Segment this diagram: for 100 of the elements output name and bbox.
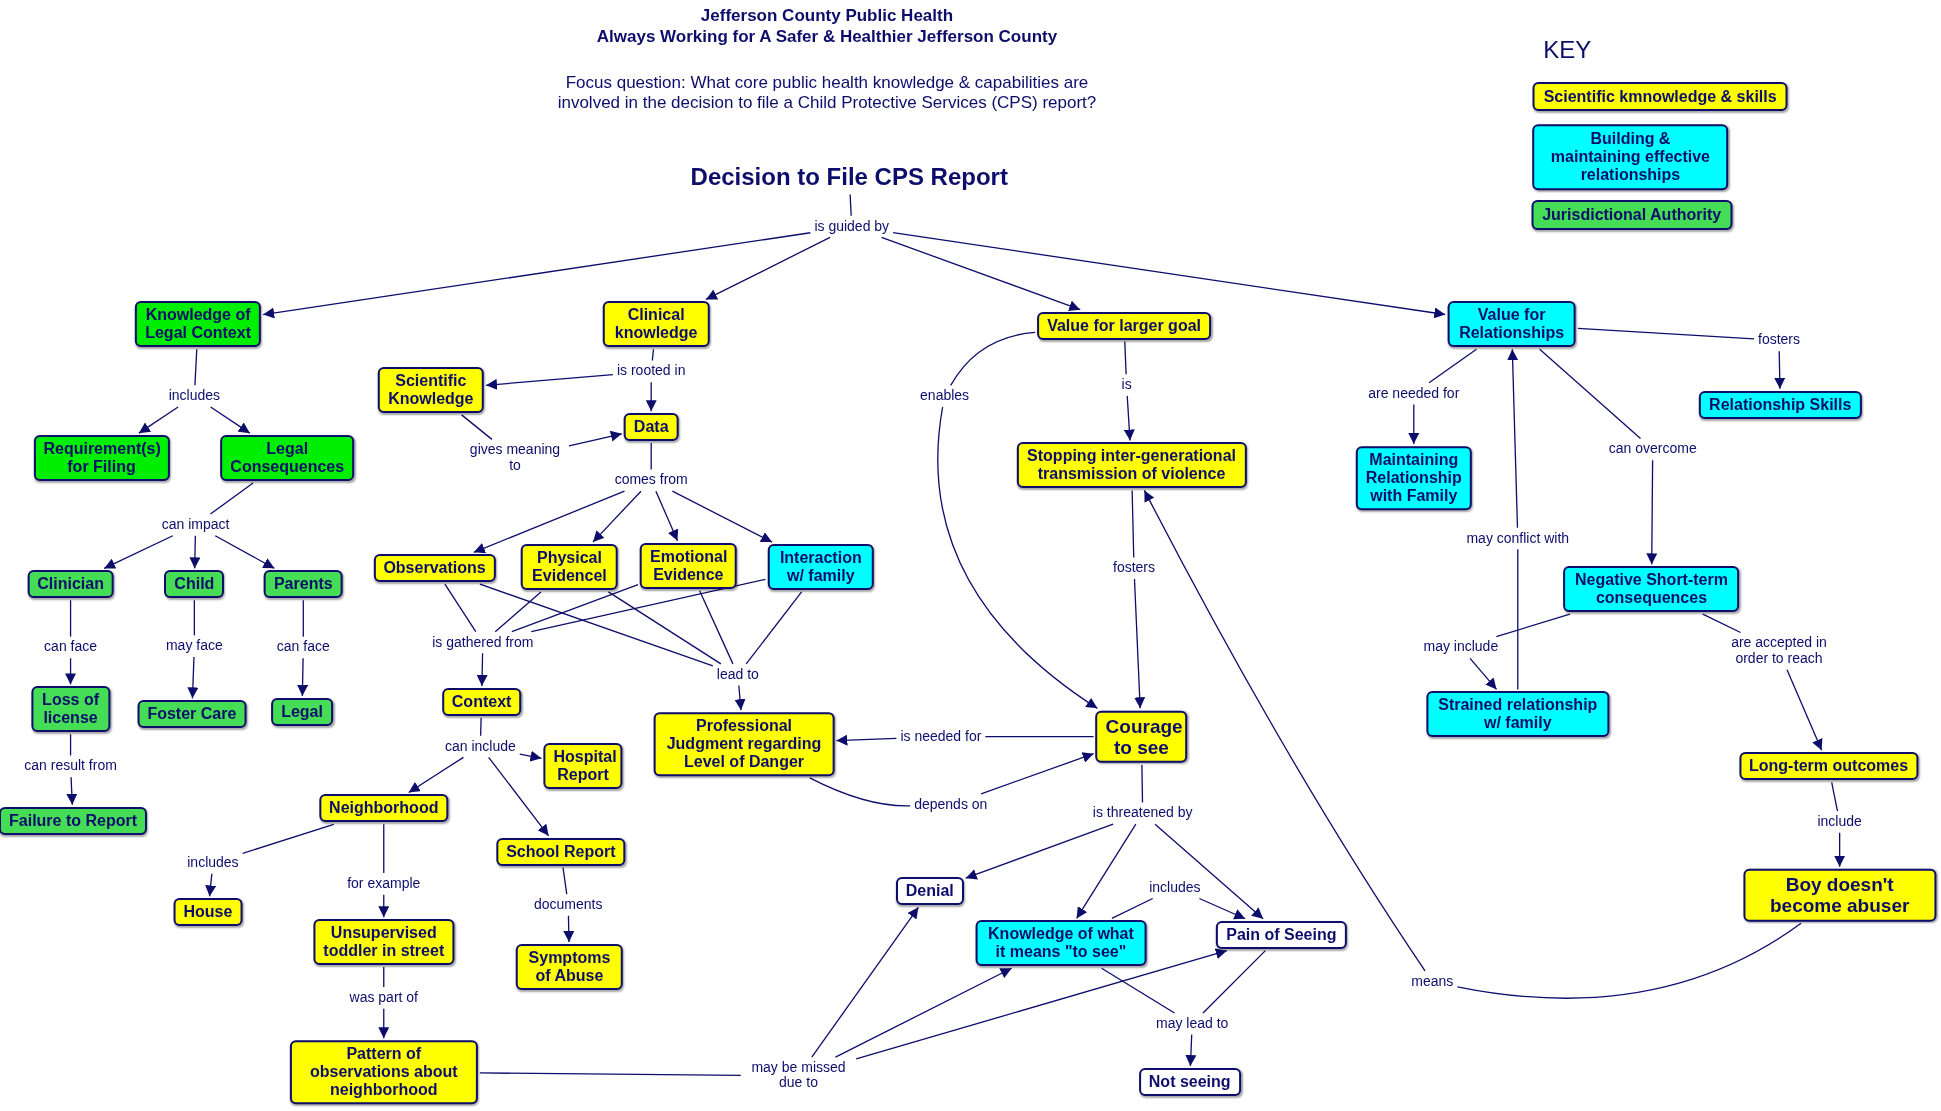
concept-box: Legal: [271, 697, 333, 726]
connector-line: [1428, 348, 1478, 384]
legend-swatch: Jurisdictional Authority: [1531, 200, 1733, 231]
arrow: [734, 684, 746, 711]
arrow: [937, 406, 1099, 709]
connector-line: [562, 867, 568, 895]
connector-line: [494, 591, 542, 633]
connector-line: [1577, 327, 1755, 340]
arrow: [592, 490, 642, 543]
arrow: [1133, 578, 1146, 709]
header-text: Jefferson County Public Health: [700, 5, 954, 27]
concept-box: Value for larger goal: [1037, 311, 1211, 340]
arrow: [1185, 1034, 1197, 1067]
concept-box: Clinical knowledge: [602, 301, 710, 348]
connector-line: [1100, 967, 1176, 1014]
concept-box: Pain of Seeing: [1216, 920, 1347, 949]
arrow: [189, 535, 201, 570]
arrow: [705, 236, 831, 301]
arrow: [297, 657, 309, 697]
arrow: [485, 373, 614, 390]
arrow: [880, 236, 1081, 312]
concept-box: School Report: [496, 837, 626, 866]
linking-phrase: was part of: [347, 989, 420, 1007]
concept-box: Context: [441, 688, 522, 716]
linking-phrase: may face: [163, 637, 225, 656]
connector-line: [1517, 548, 1519, 691]
concept-box: Strained relationship w/ family: [1426, 691, 1610, 738]
arrow: [892, 232, 1446, 319]
concept-box: Requirement(s) for Filing: [33, 435, 170, 481]
connector-line: [849, 193, 852, 217]
connector-line: [950, 331, 1036, 386]
concept-box: Emotional Evidence: [640, 542, 737, 589]
connector-line: [1124, 340, 1127, 375]
linking-phrase: may lead to: [1154, 1015, 1231, 1033]
concept-box: Unsupervised toddler in street: [313, 919, 455, 965]
linking-phrase: for example: [345, 875, 423, 893]
connector-line: [809, 777, 911, 807]
arrow: [214, 535, 276, 570]
arrow: [645, 381, 657, 412]
linking-phrase: is gathered from: [430, 633, 536, 652]
arrow: [138, 406, 179, 434]
concept-box: Relationship Skills: [1699, 390, 1862, 419]
connector-line: [1831, 781, 1839, 812]
arrow: [1408, 403, 1420, 445]
arrow: [65, 657, 77, 686]
concept-box: Foster Care: [137, 700, 247, 729]
connector-line: [511, 583, 639, 633]
concept-box: House: [173, 898, 243, 927]
arrow: [1646, 459, 1658, 566]
connector-line: [383, 966, 385, 988]
arrow: [835, 734, 898, 746]
connector-line: [699, 590, 734, 665]
concept-box: Maintaining Relationship with Family: [1355, 446, 1472, 510]
linking-phrase: is threatened by: [1090, 804, 1195, 823]
concept-box: Hospital Report: [543, 743, 623, 790]
arrow: [187, 656, 199, 699]
connector-line: [1495, 613, 1571, 638]
connector-line: [460, 414, 493, 441]
connector-line: [530, 578, 767, 633]
arrow: [1834, 832, 1846, 868]
connector-line: [480, 717, 482, 737]
concept-box: Boy doesn't become abuser: [1743, 868, 1937, 922]
connector-line: [383, 823, 385, 874]
connector-line: [1111, 897, 1154, 920]
concept-box: Loss of license: [30, 686, 111, 733]
header-text: Always Working for A Safer & Healthier Jefferson County: [596, 26, 1058, 48]
linking-phrase: can impact: [159, 516, 232, 534]
arrow: [1507, 348, 1519, 529]
linking-phrase: is guided by: [812, 217, 892, 236]
connector-line: [69, 733, 72, 757]
concept-box: Legal Consequences: [220, 435, 355, 481]
concept-box: Professional Judgment regarding Level of Danger: [653, 712, 835, 776]
arrow: [103, 535, 174, 570]
connector-line: [1141, 764, 1144, 804]
arrow: [965, 823, 1114, 880]
legend-swatch: Scientific kmnowledge & skills: [1532, 81, 1788, 112]
arrow: [811, 906, 920, 1058]
arrow: [408, 756, 465, 794]
connector-line: [444, 583, 477, 633]
concept-box: Child: [164, 570, 225, 599]
connector-line: [241, 823, 335, 855]
arrow: [1075, 823, 1137, 920]
concept-box: Not seeing: [1138, 1068, 1241, 1096]
concept-box: Clinician: [27, 570, 114, 599]
concept-box: Negative Short-term consequences: [1563, 566, 1740, 613]
connector-line: [1539, 348, 1642, 440]
arrow: [1123, 395, 1135, 442]
arrow: [378, 1008, 390, 1039]
arrow: [262, 232, 812, 319]
connector-line: [479, 583, 714, 667]
arrow: [1143, 489, 1426, 972]
concept-box: Long-term outcomes: [1738, 752, 1919, 781]
arrow: [1469, 657, 1498, 691]
connector-line: [194, 348, 198, 386]
arrow: [1198, 897, 1246, 920]
arrow: [671, 490, 773, 543]
concept-box: Value for Relationships: [1447, 301, 1576, 348]
arrow: [519, 750, 543, 762]
arrow: [488, 756, 550, 837]
connector-line: [193, 599, 195, 637]
